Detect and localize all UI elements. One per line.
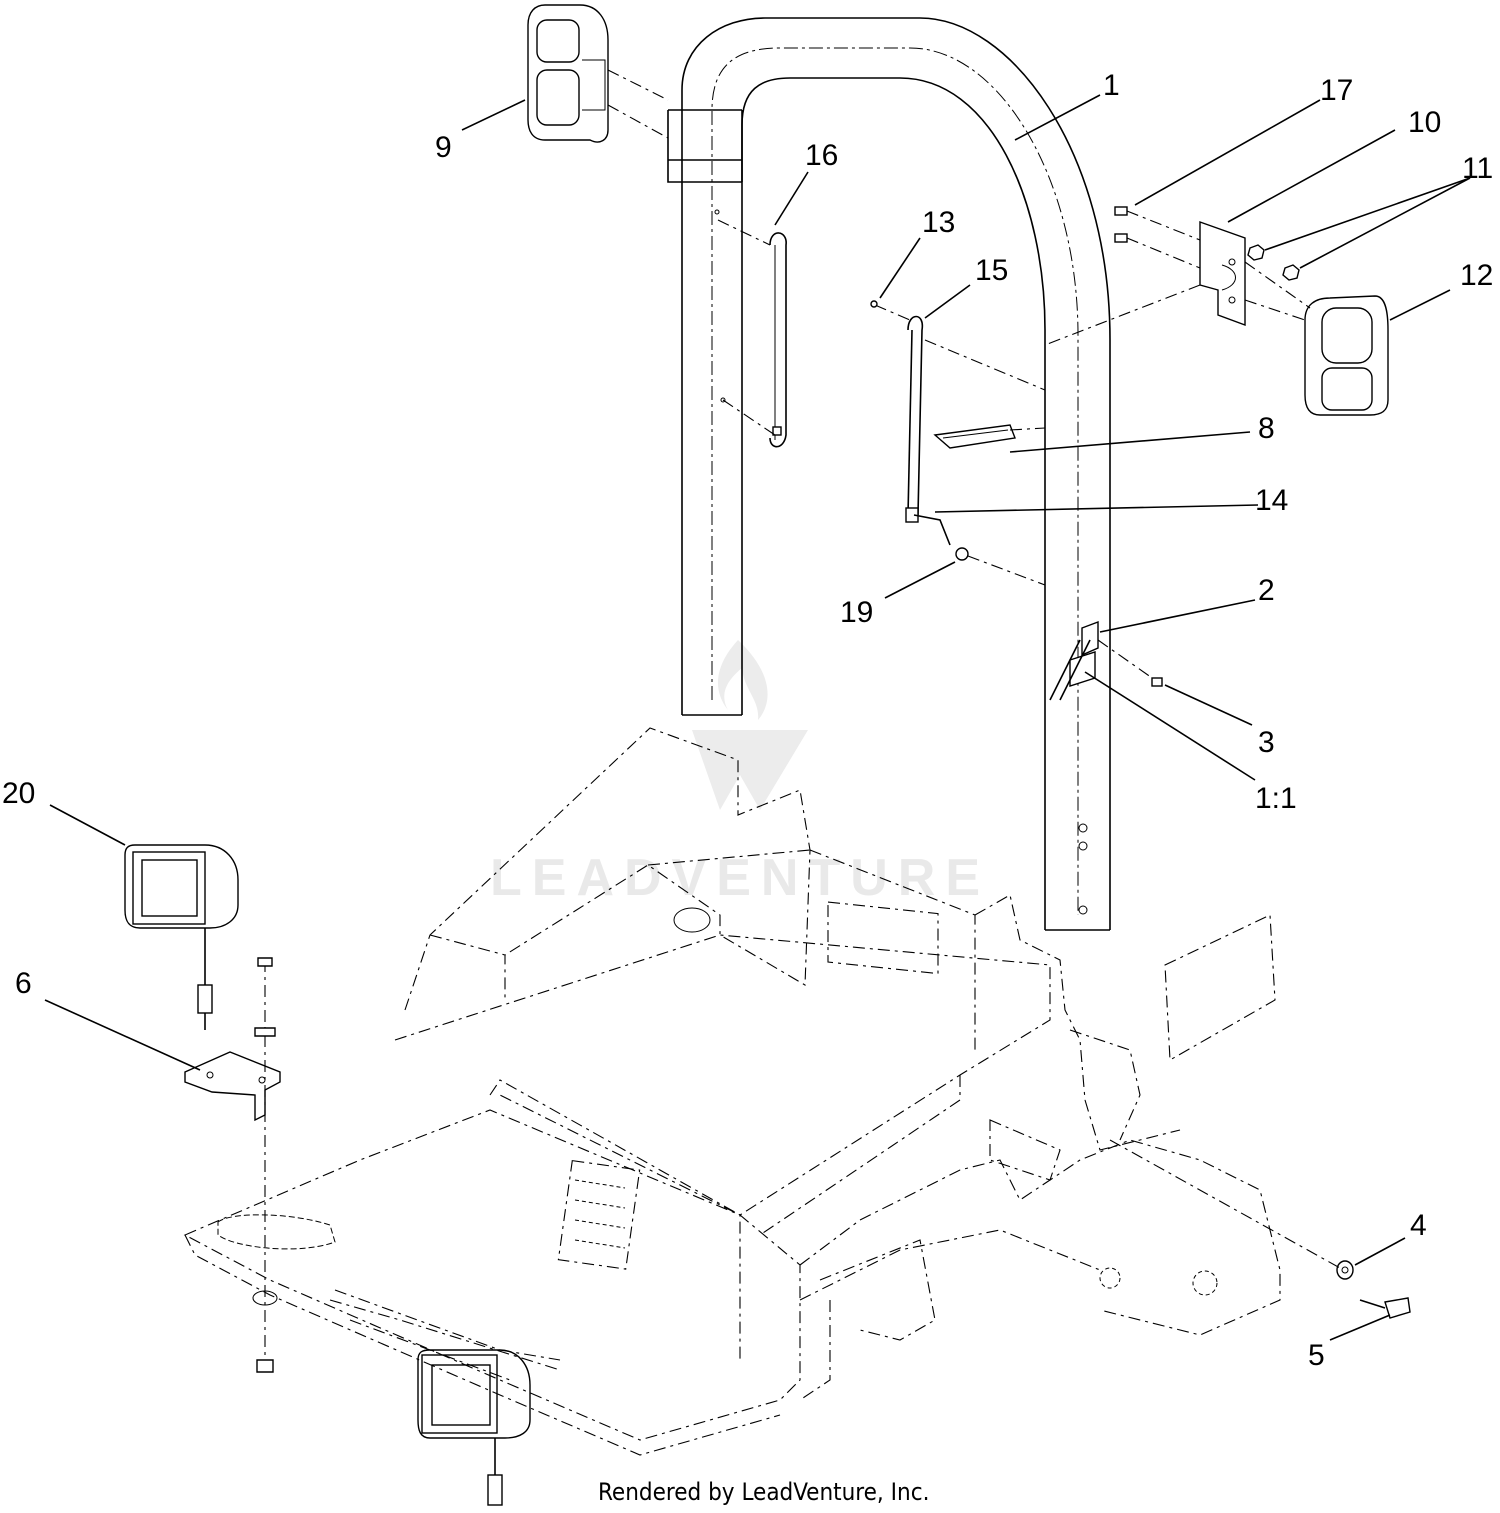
work-light-front <box>417 1349 531 1506</box>
callout-2: 2 <box>1258 574 1275 607</box>
callout-10: 10 <box>1408 106 1441 139</box>
rod-16 <box>717 219 787 448</box>
callout-3: 3 <box>1258 726 1275 759</box>
callout-labels: 1 2 3 4 5 6 8 9 10 11 12 13 14 15 16 17 … <box>2 69 1493 1372</box>
watermark-text: LEADVENTURE <box>490 849 990 907</box>
callout-4: 4 <box>1410 1209 1427 1242</box>
rear-light-left <box>527 4 669 143</box>
callout-15: 15 <box>975 254 1008 287</box>
callout-8: 8 <box>1258 412 1275 445</box>
callout-17: 17 <box>1320 74 1353 107</box>
callout-6: 6 <box>15 967 32 1000</box>
rear-light-right <box>1304 295 1389 416</box>
mower-chassis <box>183 727 1281 1456</box>
callout-5: 5 <box>1308 1339 1325 1372</box>
callout-1: 1 <box>1103 69 1120 102</box>
callout-16: 16 <box>805 139 838 172</box>
roll-bar <box>667 17 1111 931</box>
leadventure-watermark: LEADVENTURE <box>490 640 990 907</box>
callout-11: 11 <box>1462 152 1493 185</box>
light-bracket <box>1044 206 1311 346</box>
callout-19: 19 <box>840 596 873 629</box>
latch-assembly <box>1049 620 1163 701</box>
callout-1-1: 1:1 <box>1255 782 1297 815</box>
render-credit: Rendered by LeadVenture, Inc. <box>598 1478 929 1506</box>
callout-20: 20 <box>2 777 35 810</box>
leader-lines <box>44 94 1471 1341</box>
hardware-4-5 <box>1109 1139 1411 1319</box>
callout-9: 9 <box>435 131 452 164</box>
callout-13: 13 <box>922 206 955 239</box>
rod-15 <box>870 300 1046 586</box>
callout-14: 14 <box>1255 484 1288 517</box>
callout-12: 12 <box>1460 259 1493 292</box>
work-light-left <box>124 844 281 1373</box>
